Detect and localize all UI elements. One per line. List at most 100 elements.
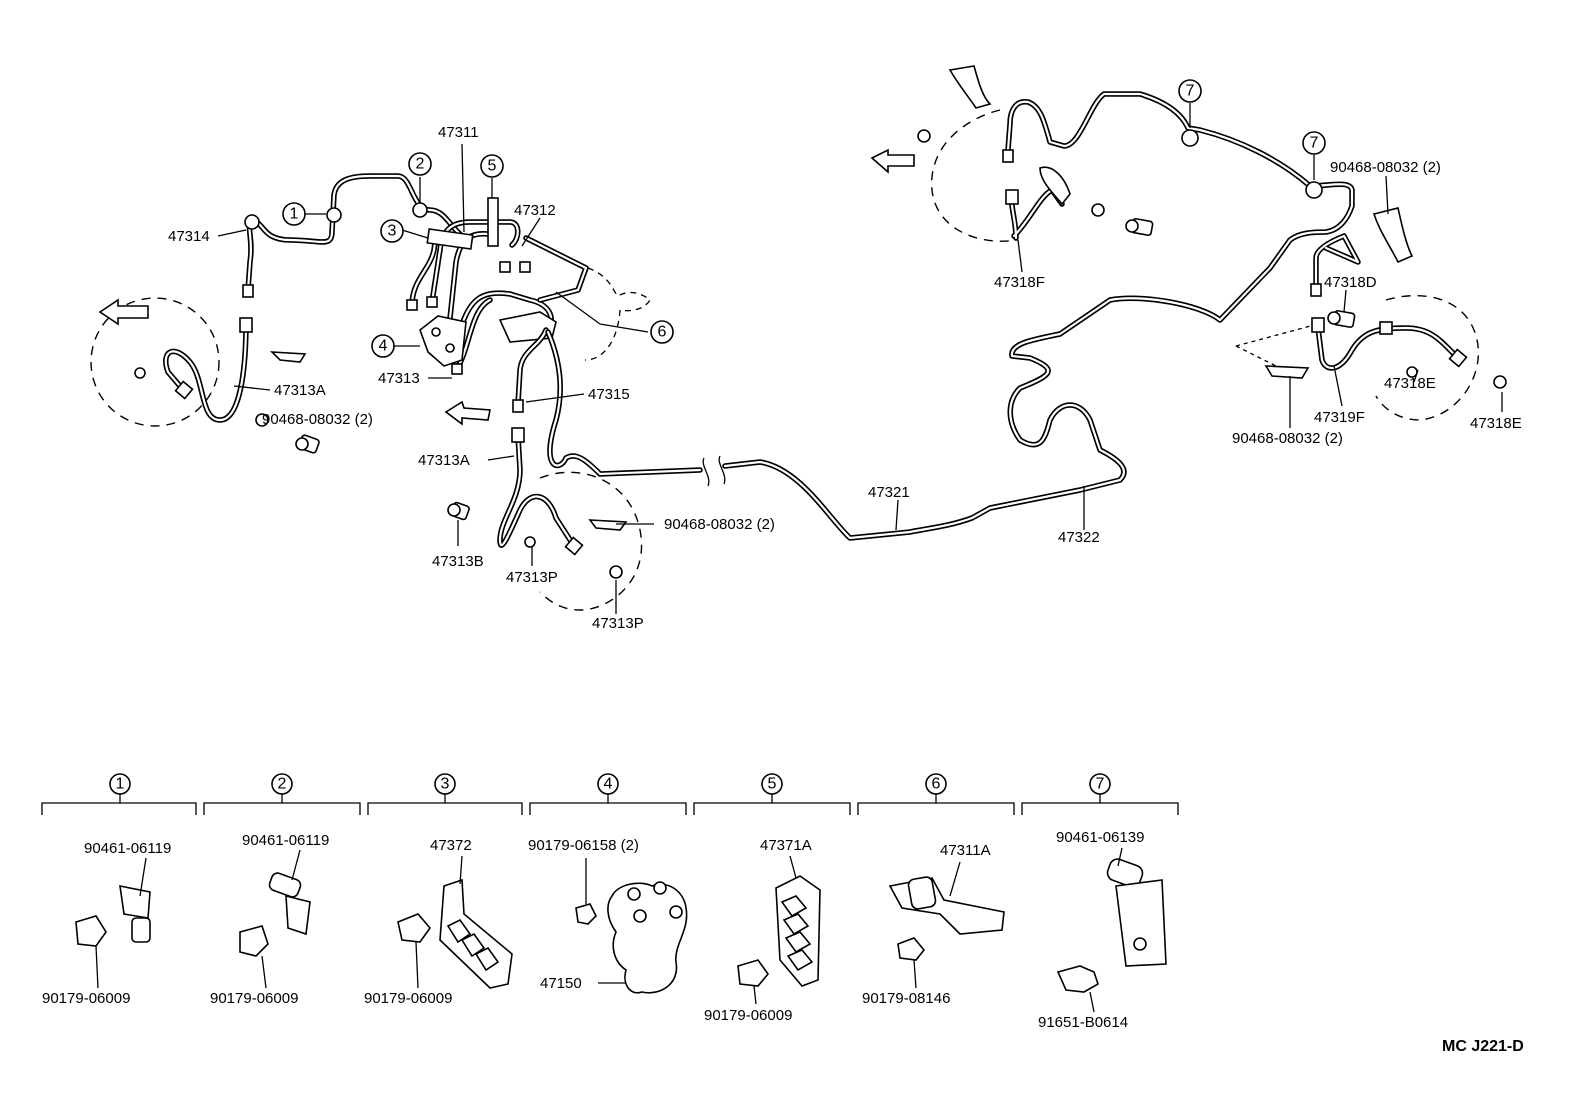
svg-text:90179-06009: 90179-06009 bbox=[210, 990, 298, 1007]
circled-ref-7b: 7 bbox=[1302, 131, 1326, 155]
tube-47321 bbox=[545, 181, 1355, 541]
svg-text:2: 2 bbox=[278, 776, 287, 793]
label-47313A-mid: 47313A bbox=[418, 452, 470, 469]
right-front-brake-assembly bbox=[444, 400, 643, 611]
label-47313P-b: 47313P bbox=[592, 615, 644, 632]
front-arrow-icon bbox=[870, 148, 915, 174]
svg-text:1: 1 bbox=[290, 206, 299, 223]
clamp-2 bbox=[412, 202, 428, 218]
svg-text:90179-08146: 90179-08146 bbox=[862, 990, 950, 1007]
left-rear-brake-assembly bbox=[870, 65, 1154, 242]
clamp-7b bbox=[1305, 181, 1323, 199]
bracket-icon bbox=[1372, 207, 1414, 264]
detail-group-1: 1 90461-06119 90179-06009 bbox=[42, 773, 171, 1007]
svg-text:4: 4 bbox=[604, 776, 613, 793]
tube-47315 bbox=[512, 327, 549, 413]
clip-icon bbox=[588, 519, 628, 531]
svg-text:5: 5 bbox=[488, 158, 497, 175]
proportioning-valve-47150 bbox=[607, 882, 688, 994]
svg-text:90179-06009: 90179-06009 bbox=[42, 990, 130, 1007]
detail-group-7: 7 90461-06139 91651-B0614 bbox=[1038, 773, 1167, 1031]
svg-text:90461-06139: 90461-06139 bbox=[1056, 829, 1144, 846]
label-47313: 47313 bbox=[378, 370, 420, 387]
washer-icon bbox=[1091, 203, 1105, 217]
label-47319F: 47319F bbox=[1314, 409, 1365, 426]
circled-ref-4: 4 bbox=[371, 334, 395, 358]
svg-text:7: 7 bbox=[1096, 776, 1105, 793]
label-47313A-left: 47313A bbox=[274, 382, 326, 399]
tube-47314 bbox=[242, 173, 463, 298]
label-47313P-a: 47313P bbox=[506, 569, 558, 586]
label-47312: 47312 bbox=[514, 202, 556, 219]
svg-text:7: 7 bbox=[1310, 135, 1319, 152]
svg-text:6: 6 bbox=[932, 776, 941, 793]
label-47318F: 47318F bbox=[994, 274, 1045, 291]
clamp-1 bbox=[326, 207, 342, 223]
part-labels: 47311 47312 47314 47313A 90468-08032 (2)… bbox=[168, 124, 1522, 632]
label-47311: 47311 bbox=[438, 124, 479, 141]
front-arrow-icon bbox=[98, 298, 149, 326]
proportioning-valve-47313 bbox=[419, 315, 467, 367]
svg-text:3: 3 bbox=[388, 223, 397, 240]
hose-fitting bbox=[174, 380, 194, 400]
label-47318D: 47318D bbox=[1324, 274, 1377, 291]
label-47318E-b: 47318E bbox=[1470, 415, 1522, 432]
svg-text:90179-06158 (2): 90179-06158 (2) bbox=[528, 837, 639, 854]
circled-ref-2: 2 bbox=[408, 152, 432, 176]
left-front-brake-assembly bbox=[90, 297, 320, 454]
grommet-47314 bbox=[244, 214, 260, 230]
label-90468-left: 90468-08032 (2) bbox=[262, 411, 373, 428]
label-47318E-a: 47318E bbox=[1384, 375, 1436, 392]
bracket-ref3 bbox=[426, 228, 474, 250]
bolt-icon bbox=[1125, 218, 1154, 236]
label-47313B: 47313B bbox=[432, 553, 484, 570]
label-90468-mid: 90468-08032 (2) bbox=[664, 516, 775, 533]
circled-ref-6: 6 bbox=[650, 320, 674, 344]
left-front-hub bbox=[134, 367, 146, 379]
main-lines bbox=[545, 91, 1361, 541]
svg-text:4: 4 bbox=[379, 338, 388, 355]
label-90468-right-bottom: 90468-08032 (2) bbox=[1232, 430, 1343, 447]
clip-icon bbox=[269, 351, 307, 363]
clamp-7a bbox=[1181, 129, 1199, 147]
front-arrow-icon bbox=[444, 400, 491, 426]
circled-ref-5: 5 bbox=[480, 154, 504, 178]
bolt-icon bbox=[1327, 310, 1356, 328]
svg-text:47150: 47150 bbox=[540, 975, 582, 992]
detail-groups: 1 90461-06119 90179-06009 2 90461-06119 … bbox=[41, 773, 1179, 1031]
bracket-47311A bbox=[888, 877, 1005, 935]
washer-icon bbox=[609, 565, 623, 579]
washer-icon bbox=[255, 413, 269, 427]
svg-text:90179-06009: 90179-06009 bbox=[364, 990, 452, 1007]
label-47322: 47322 bbox=[1058, 529, 1100, 546]
svg-text:90179-06009: 90179-06009 bbox=[704, 1007, 792, 1024]
label-47315: 47315 bbox=[588, 386, 630, 403]
washer-icon bbox=[1493, 375, 1507, 389]
svg-text:47371A: 47371A bbox=[760, 837, 812, 854]
detail-group-2: 2 90461-06119 90179-06009 bbox=[210, 773, 329, 1007]
svg-text:2: 2 bbox=[416, 156, 425, 173]
label-90468-right-top: 90468-08032 (2) bbox=[1330, 159, 1441, 176]
circled-ref-1: 1 bbox=[282, 202, 306, 226]
label-47321: 47321 bbox=[868, 484, 910, 501]
svg-text:90461-06119: 90461-06119 bbox=[84, 840, 171, 857]
clip-icon bbox=[1264, 365, 1310, 379]
valve-cluster bbox=[406, 197, 651, 375]
figure-code: MC J221-D bbox=[1442, 1038, 1524, 1055]
svg-text:1: 1 bbox=[116, 776, 125, 793]
detail-group-4: 4 90179-06158 (2) 47150 bbox=[528, 773, 688, 994]
bracket-icon bbox=[948, 65, 992, 109]
washer-icon bbox=[917, 129, 931, 143]
bolt-icon bbox=[447, 501, 470, 521]
right-rear-brake-assembly bbox=[1235, 207, 1507, 421]
detail-group-6: 6 47311A 90179-08146 bbox=[862, 773, 1005, 1007]
svg-text:7: 7 bbox=[1186, 83, 1195, 100]
label-47314: 47314 bbox=[168, 228, 210, 245]
svg-text:5: 5 bbox=[768, 776, 777, 793]
svg-text:47372: 47372 bbox=[430, 837, 472, 854]
bracket-ref5 bbox=[487, 197, 499, 247]
detail-group-5: 5 47371A 90179-06009 bbox=[704, 773, 821, 1024]
svg-text:3: 3 bbox=[441, 776, 450, 793]
bolt-icon bbox=[295, 434, 320, 454]
